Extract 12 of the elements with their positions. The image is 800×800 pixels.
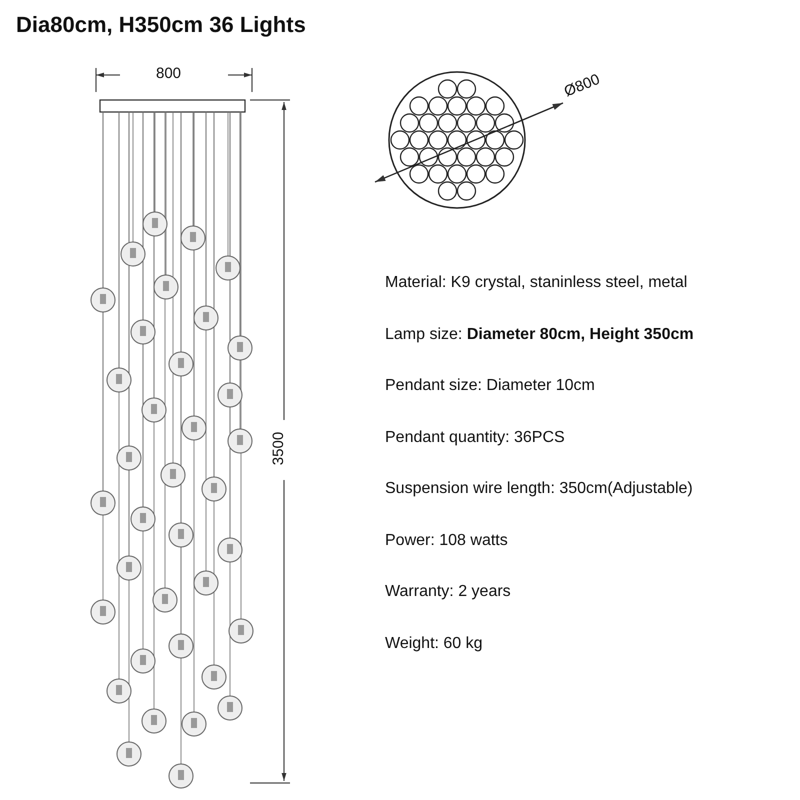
spec-text: Pendant quantity: 36PCS <box>385 428 565 446</box>
title: Dia80cm, H350cm 36 Lights <box>16 12 306 38</box>
spec-text: Pendant size: Diameter 10cm <box>385 377 595 395</box>
spec-text: Power: 108 watts <box>385 532 508 550</box>
dimension-label: 3500 <box>270 432 288 466</box>
spec-text: Material: K9 crystal, staninless steel, metal <box>385 274 688 292</box>
spec-text: Weight: 60 kg <box>385 634 483 652</box>
spec-text: Suspension wire length: 350cm(Adjustable) <box>385 480 693 498</box>
dimension-label: 800 <box>156 65 182 82</box>
spec-text: Warranty: 2 years <box>385 583 511 601</box>
spec-text: Lamp size: Diameter 80cm, Height 350cm <box>385 326 694 344</box>
dimension-label: Ø800 <box>562 70 602 100</box>
